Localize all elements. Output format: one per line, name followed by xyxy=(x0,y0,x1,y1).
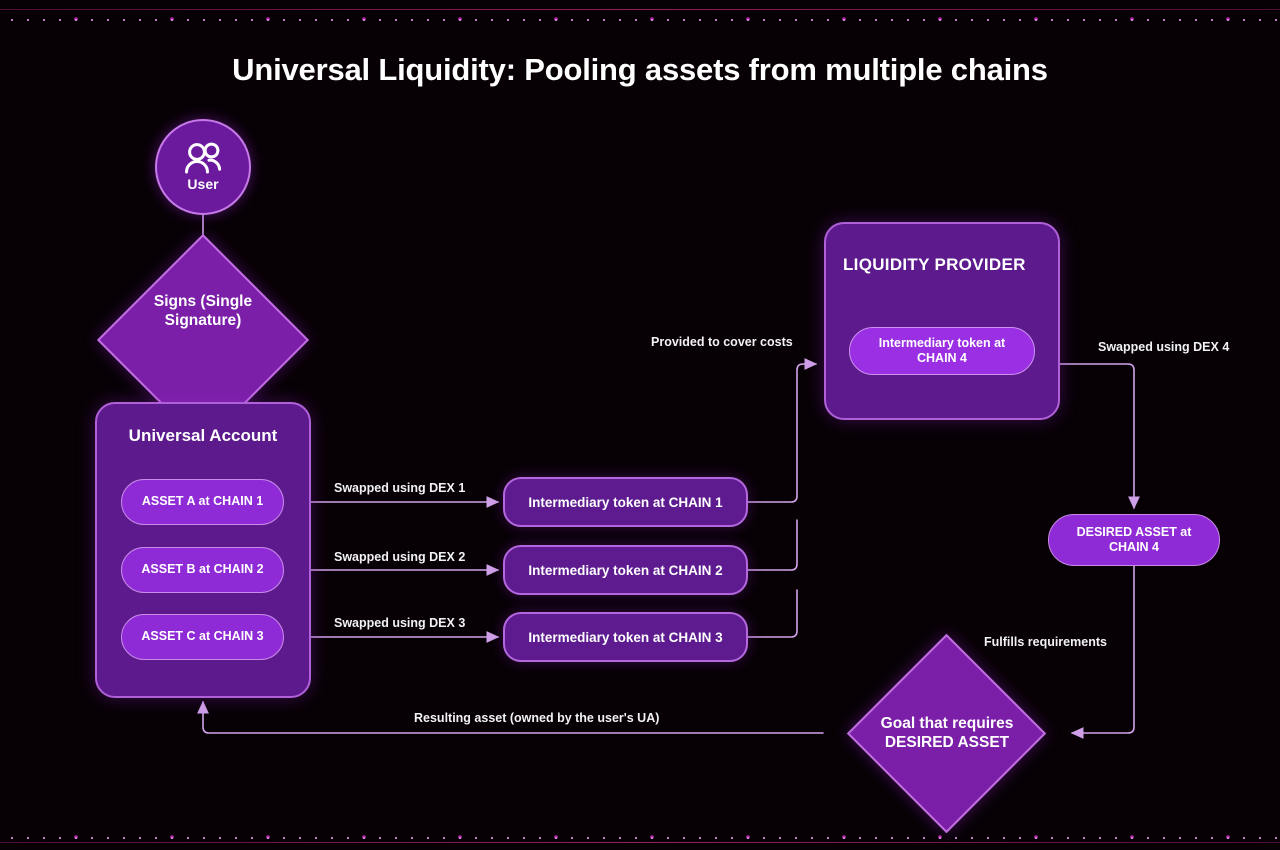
node-desired-asset[interactable]: DESIRED ASSET at CHAIN 4 xyxy=(1048,514,1220,566)
wire-goal-to-ua xyxy=(197,700,824,734)
node-intermediary-token-chain2[interactable]: Intermediary token at CHAIN 2 xyxy=(503,545,748,595)
top-hairline xyxy=(0,9,1280,10)
top-decorative-border xyxy=(0,0,1280,26)
pill-asset-b[interactable]: ASSET B at CHAIN 2 xyxy=(121,547,284,593)
edge-label-swap-dex2: Swapped using DEX 2 xyxy=(334,550,466,564)
pill-intermediary-token-chain4-line2: CHAIN 4 xyxy=(916,351,967,365)
node-liquidity-provider-title: LIQUIDITY PROVIDER xyxy=(843,255,1026,274)
bottom-dot-row xyxy=(0,830,1280,840)
edge-label-swap-dex3: Swapped using DEX 3 xyxy=(334,616,466,630)
top-dot-row xyxy=(0,12,1280,22)
node-user-label: User xyxy=(187,176,219,192)
edge-label-swap-dex1: Swapped using DEX 1 xyxy=(334,481,466,495)
bottom-hairline xyxy=(0,842,1280,843)
wire-int2-to-bus xyxy=(747,519,798,571)
bottom-decorative-border xyxy=(0,824,1280,850)
wire-lp-to-desired-asset xyxy=(1059,363,1140,510)
wire-int3-to-bus xyxy=(747,589,798,638)
edge-label-fulfills-requirements: Fulfills requirements xyxy=(984,635,1107,649)
wire-int1-to-lp xyxy=(747,358,818,503)
page-title: Universal Liquidity: Pooling assets from… xyxy=(232,52,1048,87)
node-intermediary-token-chain1[interactable]: Intermediary token at CHAIN 1 xyxy=(503,477,748,527)
edge-label-resulting-asset: Resulting asset (owned by the user's UA) xyxy=(414,711,660,725)
node-intermediary-token-chain3[interactable]: Intermediary token at CHAIN 3 xyxy=(503,612,748,662)
wire-desired-asset-to-goal xyxy=(1070,565,1135,739)
node-desired-asset-line1: DESIRED ASSET at xyxy=(1076,524,1192,539)
pill-intermediary-token-chain4-line1: Intermediary token at xyxy=(878,335,1006,350)
pill-intermediary-token-chain4[interactable]: Intermediary token at CHAIN 4 xyxy=(849,327,1035,375)
pill-asset-a[interactable]: ASSET A at CHAIN 1 xyxy=(121,479,284,525)
pill-asset-c[interactable]: ASSET C at CHAIN 3 xyxy=(121,614,284,660)
node-liquidity-provider[interactable] xyxy=(824,222,1060,420)
node-universal-account-title: Universal Account xyxy=(128,426,278,445)
node-desired-asset-line2: CHAIN 4 xyxy=(1108,540,1159,554)
node-user[interactable]: User xyxy=(155,119,251,215)
edge-label-provided-to-cover-costs: Provided to cover costs xyxy=(651,335,793,349)
edge-label-swap-dex4: Swapped using DEX 4 xyxy=(1098,340,1230,354)
users-icon xyxy=(181,142,225,174)
